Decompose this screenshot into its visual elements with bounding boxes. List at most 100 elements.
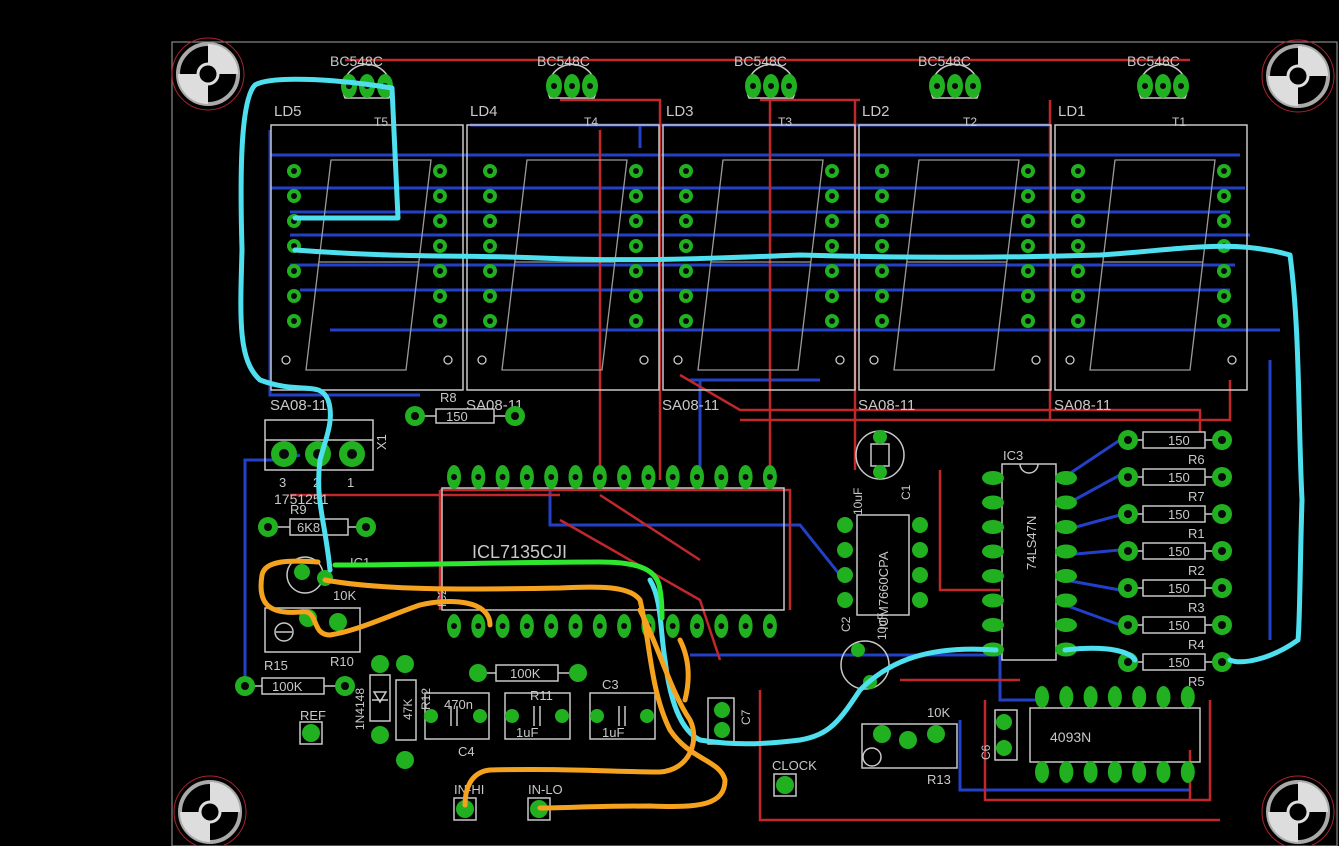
r8-value: 150: [446, 409, 468, 424]
x1-pin1: 1: [347, 475, 354, 490]
resistor-r11: 100K R11: [469, 664, 587, 703]
ic3-pin: [982, 471, 1004, 485]
diode-d1: 1N4148: [353, 655, 391, 744]
segment-outline: [697, 159, 824, 371]
resistor-r15: R15 100K: [235, 658, 355, 696]
adc-bottom-pins: [447, 614, 777, 638]
resistor-value: 150: [1168, 544, 1190, 559]
ic3-pin: [1055, 569, 1077, 583]
c4-ref: C4: [458, 744, 475, 759]
nand-pin: [1107, 761, 1122, 783]
transistor-t4: [546, 63, 598, 99]
mounting-holes: [171, 37, 1335, 846]
segment-outline: [501, 159, 628, 371]
t4-ref: T4: [584, 115, 598, 129]
resistor-value: 150: [1168, 470, 1190, 485]
t2-ref: T2: [963, 115, 977, 129]
segment-outline: [893, 159, 1020, 371]
r9-ref: R9: [290, 502, 307, 517]
ld1-part: SA08-11: [1054, 397, 1111, 414]
nand-pin: [1059, 686, 1074, 708]
resistor-ref: R4: [1188, 637, 1205, 652]
trimmer-r13: 10K R13: [861, 705, 958, 787]
ld5-ref: LD5: [274, 103, 302, 120]
t2-part: BC548C: [918, 53, 971, 69]
resistor-value: 150: [1168, 433, 1190, 448]
ic3-pin: [982, 569, 1004, 583]
icm7660-part: ICM7660CPA: [876, 551, 891, 630]
t5-part: BC548C: [330, 53, 383, 69]
ic3-pin: [982, 618, 1004, 632]
ld3-ref: LD3: [666, 103, 694, 120]
resistor-value: 150: [1168, 655, 1190, 670]
nand-pin: [1083, 761, 1098, 783]
annotation-orange-trace: [258, 558, 728, 811]
ic3-pin: [1055, 593, 1077, 608]
ref-label: REF: [300, 708, 326, 723]
ld2-ref: LD2: [862, 103, 890, 120]
capacitor-c5: 1uF: [504, 692, 571, 740]
nand-part: 4093N: [1050, 729, 1091, 745]
c4-value: 470n: [444, 697, 473, 712]
ic-adc-icl7135: ICL7135CJI IC2: [435, 465, 785, 638]
ic3-ref: IC3: [1003, 448, 1023, 463]
display-ld5: [270, 124, 464, 391]
diode-part: 1N4148: [353, 688, 367, 730]
capacitor-c7: C7: [707, 697, 753, 745]
ic-icm7660: ICM7660CPA: [837, 514, 928, 630]
nand-pin: [1156, 761, 1171, 783]
t3-part: BC548C: [734, 53, 787, 69]
nand-pin: [1059, 761, 1074, 783]
c6-ref: C6: [979, 744, 993, 760]
test-point-clock[interactable]: CLOCK: [772, 758, 817, 797]
annotation-green-trace: [332, 559, 665, 621]
mounting-hole-bottom-right: [1261, 775, 1335, 846]
ic3-pin: [982, 520, 1004, 534]
nand-pin: [1083, 686, 1098, 708]
c3-ref: C3: [602, 677, 619, 692]
c2-value: 10uF: [875, 613, 889, 640]
test-point-ref[interactable]: REF: [299, 708, 326, 745]
display-ld2: [858, 124, 1052, 391]
resistor-ref: R5: [1188, 674, 1205, 689]
t4-part: BC548C: [537, 53, 590, 69]
ic3-pin: [982, 495, 1004, 510]
resistor-value: 150: [1168, 581, 1190, 596]
r13-value: 10K: [927, 705, 950, 720]
resistor-r12: 47K R12: [395, 655, 433, 769]
nand-pin: [1180, 686, 1195, 708]
r10-value: 10K: [333, 588, 356, 603]
ld3-part: SA08-11: [662, 397, 719, 414]
resistor-ref: R2: [1188, 563, 1205, 578]
transistor-t2: [929, 63, 981, 99]
nand-pin: [1132, 761, 1147, 783]
c5-value: 1uF: [516, 725, 538, 740]
resistor-value: 150: [1168, 618, 1190, 633]
r15-ref: R15: [264, 658, 288, 673]
display-row: [270, 124, 1248, 391]
transistor-t3: [745, 63, 797, 99]
in-lo-label: IN-LO: [528, 782, 563, 797]
capacitor-c1: 10uF C1: [851, 430, 913, 515]
nand-pin: [1107, 686, 1122, 708]
x1-pin3: 3: [279, 475, 286, 490]
nand-pin: [1180, 761, 1195, 783]
ic3-pin: [982, 544, 1004, 559]
ic3-pin: [982, 593, 1004, 608]
clock-label: CLOCK: [772, 758, 817, 773]
mounting-hole-top-right: [1261, 39, 1335, 113]
c7-ref: C7: [739, 709, 753, 725]
ic-4093: 4093N: [1029, 686, 1201, 783]
annotation-cyan-trace: [238, 76, 1305, 747]
r10-ref: R10: [330, 654, 354, 669]
mounting-hole-top-left: [171, 37, 245, 111]
adc-top-pins: [447, 465, 777, 489]
